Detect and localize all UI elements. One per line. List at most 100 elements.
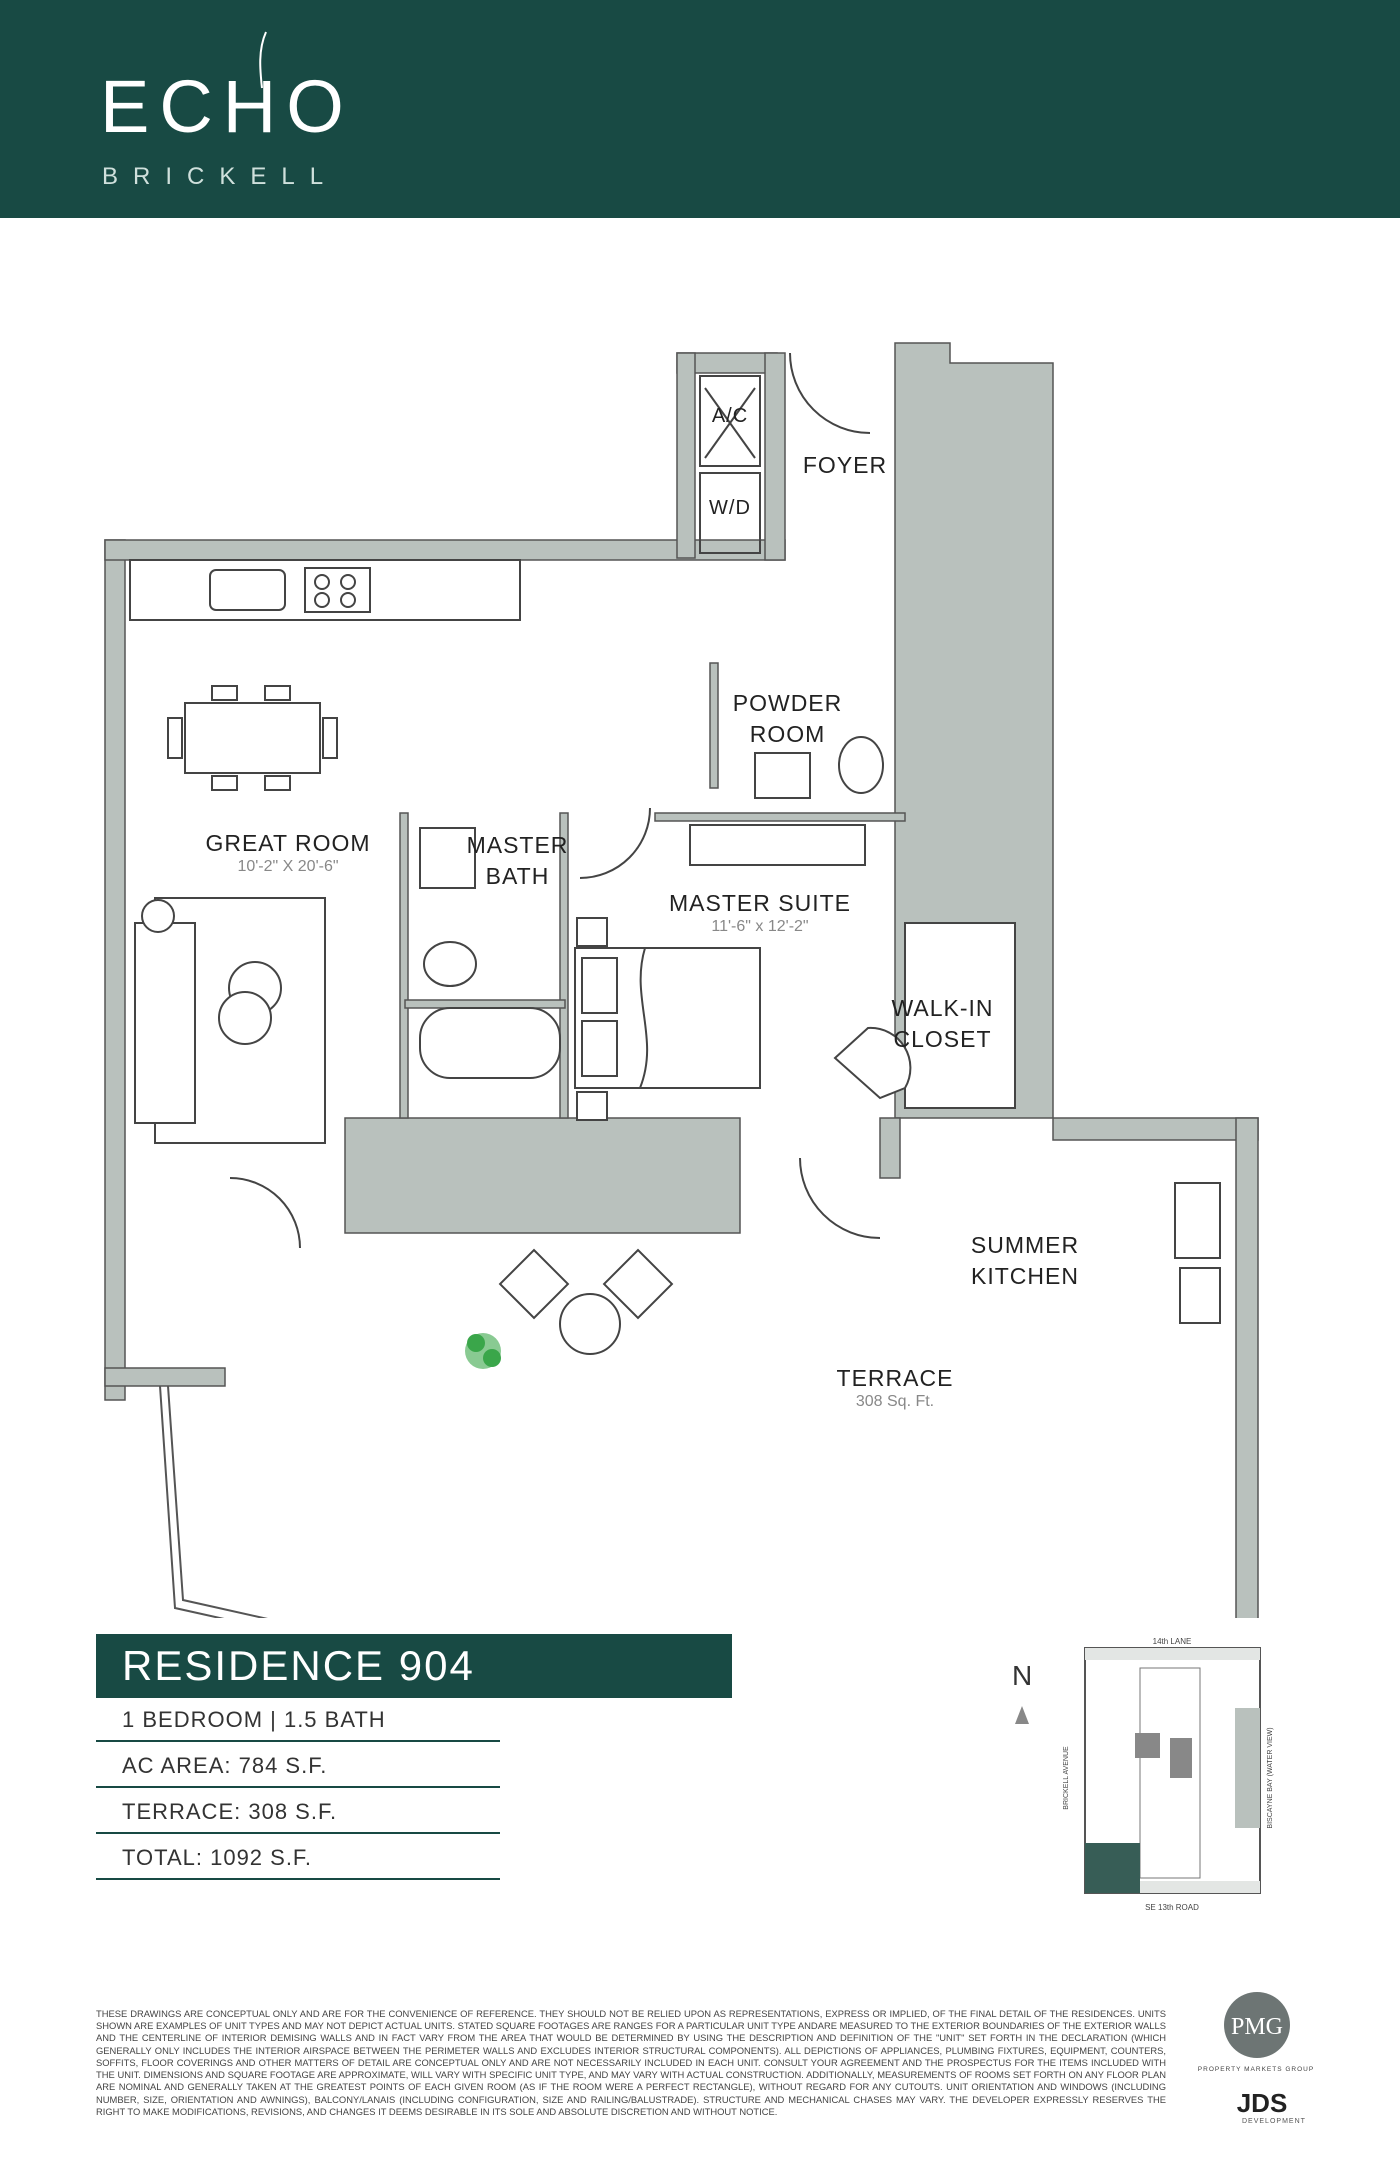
dining-chair <box>264 685 291 701</box>
powder-west-wall <box>709 662 719 789</box>
brand-logo-location: BRICKELL <box>102 163 339 190</box>
key-plan-unit-highlight <box>1085 1843 1140 1893</box>
room-label-ac: A/C <box>711 405 749 427</box>
dining-table <box>184 702 321 774</box>
sofa <box>134 922 196 1124</box>
summer-kitchen-sink <box>1179 1267 1221 1324</box>
room-label-wd: W/D <box>709 497 751 519</box>
terrace-table <box>559 1293 621 1355</box>
summer-kitchen-grill <box>1174 1182 1221 1259</box>
bath-east-wall <box>559 812 569 1119</box>
key-plan-bottom-street: SE 13th ROAD <box>1145 1903 1199 1912</box>
powder-vanity <box>754 752 811 799</box>
key-plan-top-street: 14th LANE <box>1153 1637 1192 1646</box>
room-label-walk-in-closet: WALK-IN CLOSET <box>891 995 994 1053</box>
key-plan-elevator <box>1170 1738 1192 1778</box>
dining-chair <box>322 717 338 759</box>
residence-bed-bath: 1 BEDROOM | 1.5 BATH <box>96 1698 500 1742</box>
jds-sub: DEVELOPMENT <box>1242 2118 1306 2125</box>
residence-number: 904 <box>398 1642 475 1689</box>
key-plan-bay-side <box>1235 1708 1260 1828</box>
north-label: N <box>1012 1660 1033 1691</box>
bath-west-wall <box>399 812 409 1119</box>
pillow <box>581 957 618 1014</box>
west-wall <box>104 539 126 1401</box>
residence-ac-area: AC AREA: 784 S.F. <box>96 1744 500 1788</box>
key-plan-left-street: BRICKELL AVENUE <box>1063 1746 1070 1810</box>
ac-cross-line <box>704 387 756 459</box>
central-column <box>344 1117 741 1234</box>
terrace-railing-inner <box>167 1385 1240 1687</box>
north-arrow-icon <box>1015 1706 1029 1724</box>
key-plan-core <box>1139 1667 1201 1879</box>
room-label-terrace: TERRACE <box>836 1365 954 1391</box>
closet-shelving <box>904 922 1016 1109</box>
terrace-plant-icon <box>465 1333 501 1369</box>
key-plan-right-street: BISCAYNE BAY (WATER VIEW) <box>1267 1727 1274 1828</box>
pmg-name: PROPERTY MARKETS GROUP <box>1197 2066 1315 2073</box>
room-dims-master-suite: 11'-6" x 12'-2" <box>711 918 809 935</box>
pmg-logo-icon: PMG <box>1224 1992 1290 2058</box>
reading-chair <box>833 1026 912 1100</box>
residence-title-word: RESIDENCE <box>122 1642 386 1689</box>
room-label-powder-room: POWDER ROOM <box>732 690 843 748</box>
suite-door-swing <box>579 807 651 879</box>
dining-chair <box>211 775 238 791</box>
floor-plan: FOYER A/C W/D POWDER ROOM GREAT ROOM 10'… <box>0 218 1400 1709</box>
residence-terrace-area: TERRACE: 308 S.F. <box>96 1790 500 1834</box>
bath-vanity <box>419 827 476 889</box>
residence-total-area: TOTAL: 1092 S.F. <box>96 1836 500 1880</box>
brand-logo-wordmark: ECHO <box>100 65 354 148</box>
coffee-table <box>218 991 272 1045</box>
dining-chair <box>211 685 238 701</box>
kitchen-sink <box>209 569 286 611</box>
terrace-railing-outer <box>159 1385 1240 1696</box>
key-plan: 14th LANE SE 13th ROAD BRICKELL AVENUE B… <box>1040 1628 1280 1918</box>
side-table <box>141 899 175 933</box>
room-dims-great-room: 10'-2" X 20'-6" <box>237 858 339 875</box>
terrace-east-wall <box>1235 1117 1259 1709</box>
bath-south-wall <box>404 999 566 1009</box>
utility-west-wall <box>676 352 696 559</box>
room-area-terrace: 308 Sq. Ft. <box>855 1393 935 1410</box>
pmg-logo-mark: PMG <box>1231 2014 1283 2040</box>
terrace-north-wall <box>1052 1117 1259 1141</box>
key-plan-top-band <box>1085 1648 1260 1660</box>
room-label-summer-kitchen: SUMMER KITCHEN <box>970 1232 1080 1290</box>
pillow <box>581 1020 618 1077</box>
burner <box>314 574 330 590</box>
residence-title: RESIDENCE 904 <box>96 1634 732 1698</box>
header-banner: ECHO BRICKELL <box>0 0 1400 218</box>
room-label-master-suite: MASTER SUITE <box>669 890 851 916</box>
nightstand <box>576 917 608 947</box>
nightstand <box>576 1091 608 1121</box>
room-label-great-room: GREAT ROOM <box>205 830 371 856</box>
terrace-chair <box>498 1248 570 1320</box>
logo-flourish-icon <box>259 31 267 89</box>
foyer-door-swing <box>789 352 871 434</box>
suite-dresser <box>689 824 866 866</box>
dining-chair <box>167 717 183 759</box>
utility-east-wall <box>764 352 786 561</box>
legal-disclaimer: These drawings are conceptual only and a… <box>96 2008 1166 2117</box>
burner <box>340 592 356 608</box>
great-room-door-swing <box>229 1177 301 1249</box>
bathtub <box>419 1007 561 1079</box>
room-label-master-bath: MASTER BATH <box>466 832 569 890</box>
bed-sheet-fold <box>639 947 649 1089</box>
burner <box>340 574 356 590</box>
room-label-foyer: FOYER <box>802 452 888 478</box>
suite-door-jamb <box>879 1117 901 1179</box>
great-room-south-wall <box>104 1367 226 1387</box>
floor-plan-drawing <box>104 342 1259 1709</box>
suite-terrace-door-swing <box>799 1157 881 1239</box>
powder-toilet <box>838 736 884 794</box>
terrace-chair <box>602 1248 674 1320</box>
dining-chair <box>264 775 291 791</box>
toilet <box>423 941 477 987</box>
suite-north-wall <box>654 812 906 822</box>
cooktop <box>304 567 371 613</box>
burner <box>314 592 330 608</box>
key-plan-elevator <box>1135 1733 1160 1758</box>
wd-closet <box>699 472 761 554</box>
